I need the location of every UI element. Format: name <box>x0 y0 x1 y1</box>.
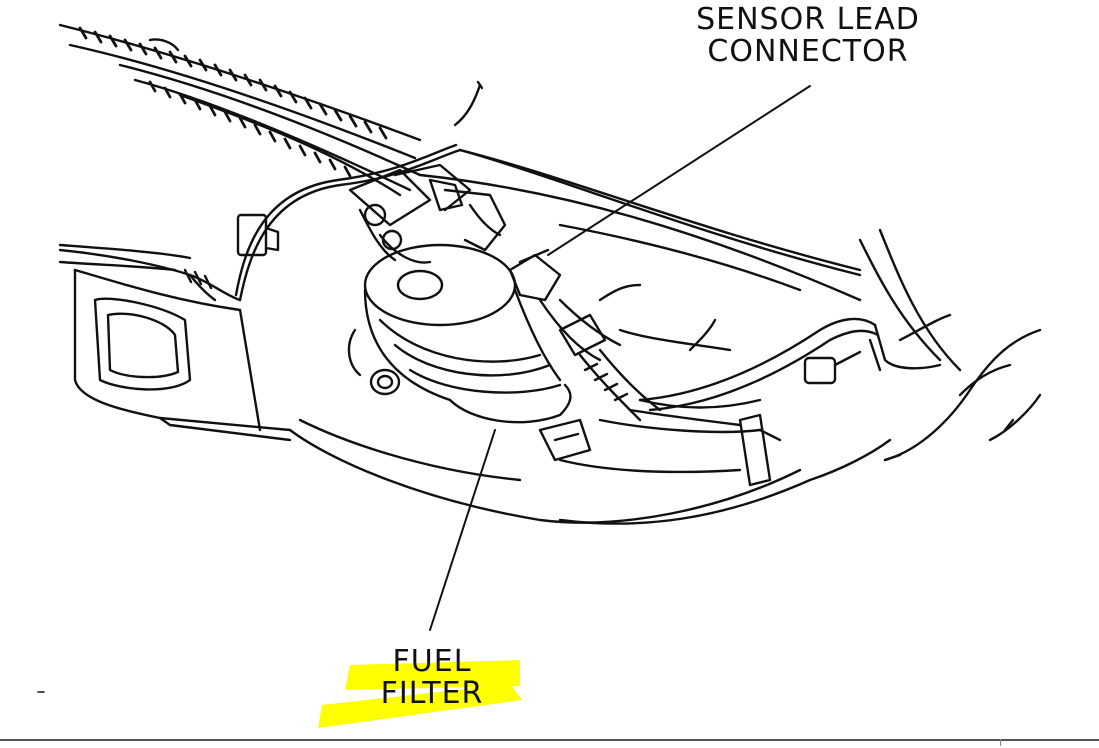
sensor-connector-assembly <box>508 248 732 422</box>
fuel-filter-canister <box>363 243 572 424</box>
sensor-label-line2: CONNECTOR <box>707 33 909 69</box>
line-bundle <box>58 23 484 197</box>
line-clip-left <box>236 213 280 257</box>
body-panel <box>418 173 962 372</box>
frame-member <box>58 243 892 525</box>
fuel-line-left <box>58 248 242 302</box>
fuel-line-right <box>638 313 952 412</box>
bottom-border <box>0 739 1099 748</box>
mount-bolt <box>347 328 401 396</box>
sensor-label-line1: SENSOR LEAD <box>696 2 920 37</box>
filter-fittings <box>348 163 507 264</box>
highlight-mark <box>345 660 520 690</box>
fuel-filter-label: FUEL FILTER <box>352 646 512 709</box>
highlight-mark-lower <box>318 684 522 728</box>
fuel-line <box>234 143 862 302</box>
bottom-divider <box>1000 739 1001 746</box>
sensor-leader-line <box>547 85 811 256</box>
lower-brackets <box>538 398 782 487</box>
sensor-lead-connector-label: SENSOR LEAD CONNECTOR <box>668 4 948 67</box>
fuel-filter-leader-line <box>429 429 496 631</box>
fuel-label-line2: FILTER <box>380 675 484 711</box>
fuel-label-line1: FUEL <box>392 644 472 679</box>
body-right <box>883 328 1042 462</box>
